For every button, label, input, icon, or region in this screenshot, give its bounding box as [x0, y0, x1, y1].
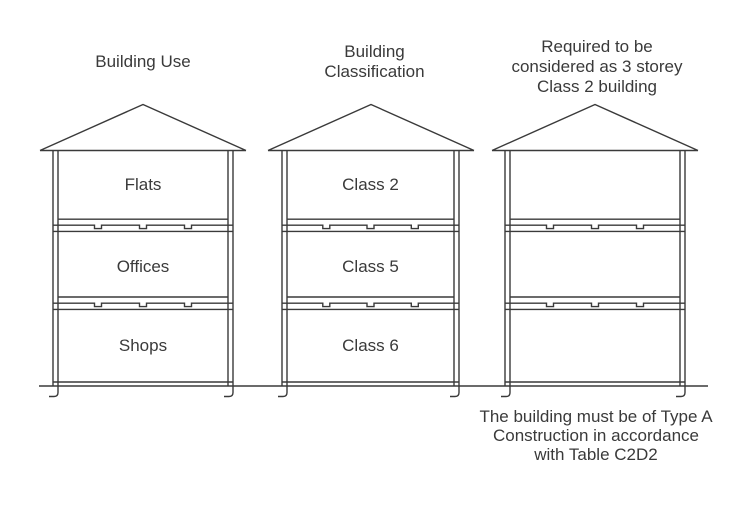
building-classification-drawing: [267, 103, 475, 398]
building-use-floor-label-middle: Offices: [116, 257, 170, 276]
wall-lines: [281, 150, 460, 386]
building-classification-floor-label-bottom: Class 6: [342, 336, 399, 355]
roof-outline: [39, 103, 247, 152]
required-classification-title: Required to be considered as 3 storey Cl…: [477, 37, 717, 97]
building-use-floor-label-top: Flats: [124, 175, 162, 194]
title-line: Building: [344, 42, 405, 61]
footing-hooks: [501, 386, 686, 398]
footnote-line: The building must be of Type A: [479, 407, 713, 426]
wall-lines: [52, 150, 234, 386]
title-line: Classification: [324, 62, 425, 81]
floor-band-upper: [282, 224, 459, 233]
building-use-floor-label-bottom: Shops: [118, 336, 168, 355]
building-classification-title: Building Classification: [264, 42, 485, 82]
wall-lines: [504, 150, 686, 386]
floor-band-lower: [505, 302, 685, 311]
title-line: Building Use: [95, 52, 191, 71]
floor-band-upper: [53, 224, 233, 233]
floor-band-upper: [505, 224, 685, 233]
floor-band-lower: [53, 302, 233, 311]
footing-hooks: [49, 386, 234, 398]
building-classification-floor-label-top: Class 2: [342, 175, 399, 194]
construction-footnote: The building must be of Type A Construct…: [416, 407, 750, 464]
required-classification-drawing: [491, 103, 699, 398]
building-classification-floor-label-middle: Class 5: [342, 257, 399, 276]
footnote-line: with Table C2D2: [534, 445, 658, 464]
footing-hooks: [278, 386, 460, 398]
roof-outline: [491, 103, 699, 152]
building-use-title: Building Use: [43, 52, 243, 72]
title-line: considered as 3 storey: [511, 57, 683, 76]
roof-outline: [267, 103, 475, 152]
title-line: Required to be: [541, 37, 653, 56]
title-line: Class 2 building: [536, 77, 657, 96]
building-use-drawing: [39, 103, 247, 398]
footnote-line: Construction in accordance: [492, 426, 699, 445]
floor-band-lower: [282, 302, 459, 311]
